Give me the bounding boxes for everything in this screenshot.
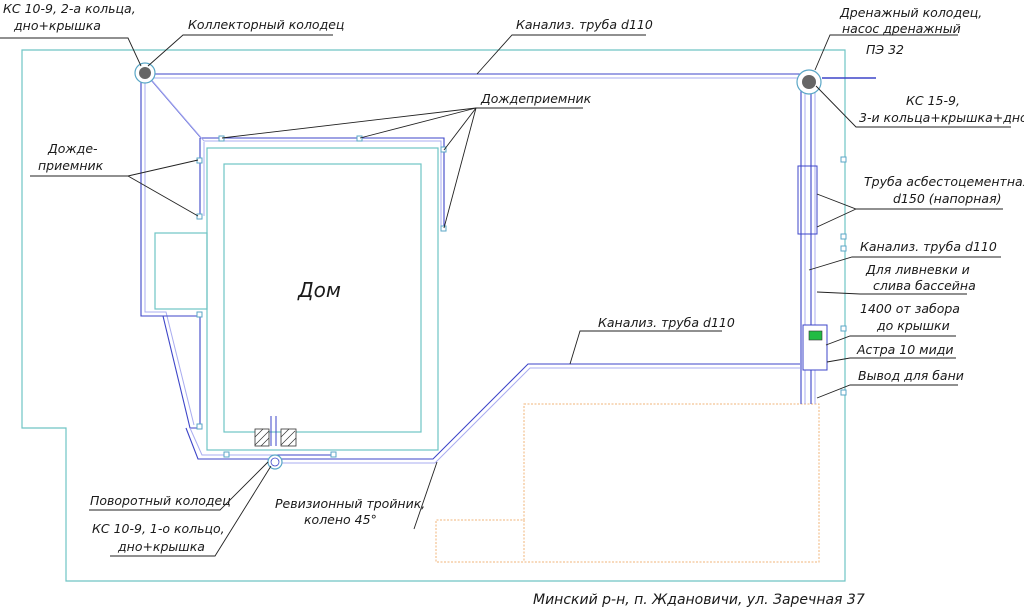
house-inner-wall [223,163,422,433]
label-ks-10-9-1-line2: дно+крышка [117,539,205,554]
label-drainage-well-line1: Дренажный колодец, [839,5,982,20]
house-porch [154,232,208,310]
roof-drainage-pipes [140,73,445,460]
collector-well-icon [134,62,156,84]
drainage-well-icon [796,69,822,95]
turn-well-icon [267,454,283,470]
pipe-junctions [196,135,847,458]
label-bath-outlet: Вывод для бани [858,368,964,383]
label-drainage-well-line2: насос дренажный [842,21,961,36]
label-turn-well: Поворотный колодец [90,493,231,508]
label-address: Минский р-н, п. Ждановичи, ул. Заречная … [533,592,865,608]
label-storm-drain-line1: Для ливневки и [865,262,970,277]
sewer-pipe-bottom [275,363,800,464]
label-ks-10-9-2-line1: КС 10-9, 2-а кольца, [3,1,136,16]
label-storm-drain-line2: слива бассейна [873,278,976,293]
leader-lines [0,34,1011,557]
label-rain-inlet-line2: приемник [38,158,104,173]
label-revision-tee-line2: колено 45° [304,512,377,527]
astra-septic [802,324,828,371]
label-pump-model: ПЭ 32 [866,42,904,57]
label-depth-line2: до крышки [876,318,950,333]
label-asbestos-pipe-line1: Труба асбестоцементная [864,174,1024,189]
label-sewer-pipe-top: Канализ. труба d110 [516,17,653,32]
label-asbestos-pipe-line2: d150 (напорная) [893,191,1001,206]
label-astra: Астра 10 миди [856,342,953,357]
label-ks-10-9-1-line1: КС 10-9, 1-о кольцо, [92,521,225,536]
label-ks-15-9-line1: КС 15-9, [906,93,960,108]
label-rain-inlet-top: Дождеприемник [480,91,592,106]
asbestos-pipe-sleeve [797,165,818,235]
plot-boundary [21,49,846,582]
label-rain-inlet-line1: Дожде- [47,141,98,156]
label-sewer-pipe-right: Канализ. труба d110 [860,239,997,254]
house-sewer-outlet [254,416,297,447]
label-ks-10-9-2-line2: дно+крышка [13,18,101,33]
label-revision-tee-line1: Ревизионный тройник, [275,496,425,511]
label-sewer-pipe-mid: Канализ. труба d110 [598,315,735,330]
label-house: Дом [297,278,341,302]
label-ks-15-9-line2: 3-и кольца+крышка+дно [859,110,1024,125]
label-depth-line1: 1400 от забора [860,301,960,316]
bath-house-outline [435,403,820,563]
label-collector-well: Коллекторный колодец [188,17,344,32]
sewer-pipe-top [145,73,809,79]
